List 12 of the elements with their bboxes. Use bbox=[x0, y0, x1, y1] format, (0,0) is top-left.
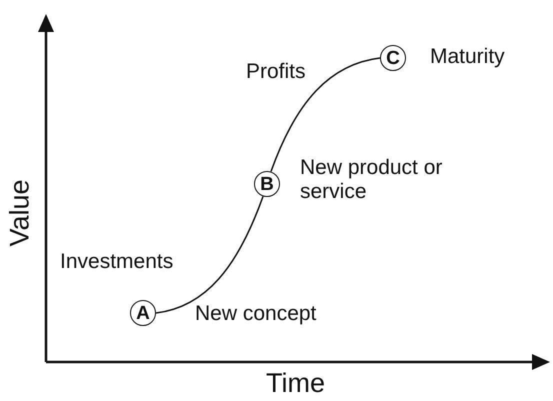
letter-circle: A bbox=[130, 300, 156, 326]
stage-label: Maturity bbox=[430, 45, 505, 69]
s-curve bbox=[270, 57, 380, 172]
curve-label: Investments bbox=[60, 250, 174, 274]
axis-title: Time bbox=[266, 368, 325, 398]
letter-circle: B bbox=[254, 171, 280, 197]
stage-label: New concept bbox=[195, 302, 316, 326]
axis-title: Value bbox=[4, 179, 35, 247]
curve-label: Profits bbox=[246, 60, 306, 84]
stage-label: New product or service bbox=[300, 156, 444, 204]
s-curve bbox=[156, 196, 264, 314]
letter-circle: C bbox=[380, 45, 406, 71]
